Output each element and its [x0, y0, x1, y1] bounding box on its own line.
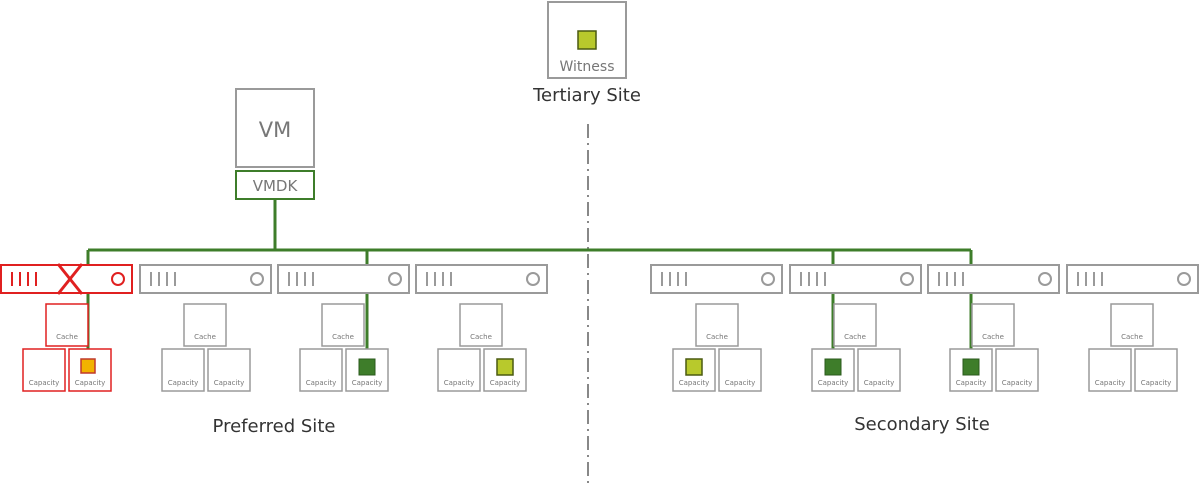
host-4: Cache Capacity Capacity	[415, 264, 548, 392]
capacity-disk	[857, 348, 901, 392]
server-chassis	[789, 264, 922, 294]
svg-text:Capacity: Capacity	[1141, 379, 1172, 387]
vmdk-box	[235, 170, 315, 200]
capacity-disk	[718, 348, 762, 392]
witness-type-component	[496, 358, 514, 376]
svg-text:Capacity: Capacity	[352, 379, 383, 387]
svg-text:Capacity: Capacity	[444, 379, 475, 387]
svg-text:Capacity: Capacity	[490, 379, 521, 387]
host-3: Cache Capacity Capacity	[277, 264, 410, 392]
svg-text:Cache: Cache	[194, 333, 216, 341]
vm-label: VM	[259, 118, 291, 142]
capacity-disk	[299, 348, 343, 392]
svg-text:Capacity: Capacity	[306, 379, 337, 387]
active-component	[358, 358, 376, 376]
capacity-disk	[161, 348, 205, 392]
power-indicator	[526, 272, 540, 286]
svg-text:Capacity: Capacity	[1002, 379, 1033, 387]
vm-object: VM VMDK	[235, 88, 315, 200]
svg-text:Capacity: Capacity	[29, 379, 60, 387]
witness-component	[577, 30, 597, 50]
degraded-component	[80, 358, 96, 374]
capacity-disk	[22, 348, 66, 392]
server-chassis	[927, 264, 1060, 294]
cache-disk	[459, 303, 503, 347]
svg-text:Cache: Cache	[982, 333, 1004, 341]
power-indicator	[250, 272, 264, 286]
vmdk-label: VMDK	[253, 177, 299, 195]
svg-text:Capacity: Capacity	[679, 379, 710, 387]
host-8: Cache Capacity Capacity	[1066, 264, 1199, 392]
svg-text:Capacity: Capacity	[725, 379, 756, 387]
host-1-failed: Cache Capacity Capacity	[0, 263, 133, 392]
witness-type-component	[685, 358, 703, 376]
capacity-disk	[1134, 348, 1178, 392]
svg-text:Capacity: Capacity	[864, 379, 895, 387]
active-component	[824, 358, 842, 376]
host-5: Cache Capacity Capacity	[650, 264, 783, 392]
power-indicator	[761, 272, 775, 286]
secondary-site-label: Secondary Site	[854, 414, 990, 435]
svg-text:Cache: Cache	[56, 333, 78, 341]
svg-text:Capacity: Capacity	[75, 379, 106, 387]
svg-text:Cache: Cache	[706, 333, 728, 341]
tertiary-site-label: Tertiary Site	[533, 85, 641, 106]
server-chassis	[1066, 264, 1199, 294]
cache-disk	[321, 303, 365, 347]
capacity-disk	[483, 348, 527, 392]
host-7: Cache Capacity Capacity	[927, 264, 1060, 392]
cache-disk	[833, 303, 877, 347]
cache-disk	[183, 303, 227, 347]
svg-text:Cache: Cache	[470, 333, 492, 341]
cache-disk	[1110, 303, 1154, 347]
server-chassis	[0, 264, 133, 294]
power-indicator	[900, 272, 914, 286]
cache-disk	[695, 303, 739, 347]
power-indicator	[1177, 272, 1191, 286]
svg-text:Cache: Cache	[1121, 333, 1143, 341]
capacity-disk	[995, 348, 1039, 392]
svg-text:Cache: Cache	[844, 333, 866, 341]
svg-text:Capacity: Capacity	[168, 379, 199, 387]
power-indicator	[1038, 272, 1052, 286]
svg-text:Cache: Cache	[332, 333, 354, 341]
witness-label: Witness	[560, 59, 615, 75]
cache-disk	[45, 303, 89, 347]
capacity-disk	[207, 348, 251, 392]
capacity-disk	[437, 348, 481, 392]
power-indicator	[111, 272, 125, 286]
server-chassis	[415, 264, 548, 294]
svg-text:Capacity: Capacity	[818, 379, 849, 387]
server-chassis	[650, 264, 783, 294]
power-indicator	[388, 272, 402, 286]
host-6: Cache Capacity Capacity	[789, 264, 922, 392]
preferred-site-label: Preferred Site	[212, 416, 336, 437]
failure-x-icon	[56, 263, 84, 295]
svg-text:Capacity: Capacity	[1095, 379, 1126, 387]
active-component	[962, 358, 980, 376]
svg-text:Capacity: Capacity	[956, 379, 987, 387]
capacity-disk	[1088, 348, 1132, 392]
witness-host: Witness	[547, 1, 627, 79]
svg-text:Capacity: Capacity	[214, 379, 245, 387]
cache-disk	[971, 303, 1015, 347]
server-chassis	[277, 264, 410, 294]
server-chassis	[139, 264, 272, 294]
host-2: Cache Capacity Capacity	[139, 264, 272, 392]
